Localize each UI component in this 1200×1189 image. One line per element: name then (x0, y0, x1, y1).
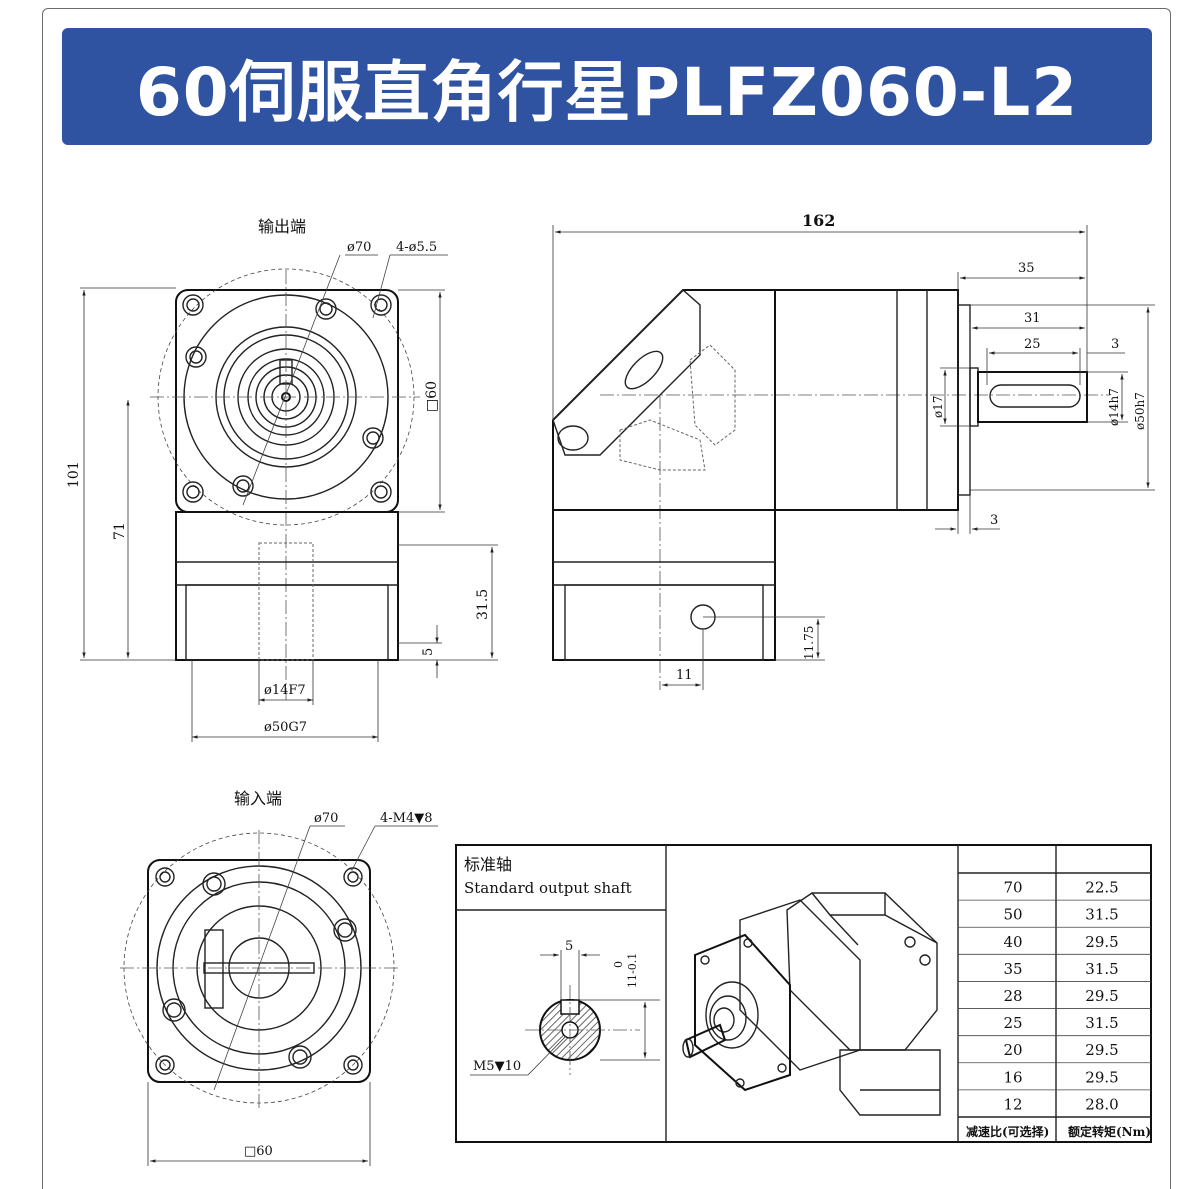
dim-square-60: □60 (424, 381, 440, 412)
shaft-dim-5: 5 (565, 939, 573, 954)
table-header-torque: 额定转矩(Nm) (1068, 1124, 1151, 1139)
table-cell-torque: 29.5 (1085, 1068, 1118, 1086)
table-cell-ratio: 40 (1003, 933, 1022, 951)
dim-holes: 4-ø5.5 (396, 240, 437, 255)
dim-11-75: 11.75 (802, 626, 816, 660)
dim-11: 11 (676, 668, 693, 683)
table-cell-torque: 29.5 (1085, 1041, 1118, 1059)
table-cell-ratio: 28 (1003, 987, 1022, 1005)
input-end-label: 输入端 (234, 789, 282, 808)
table-cell-ratio: 35 (1003, 960, 1022, 978)
page-title: 60伺服直角行星PLFZ060-L2 (135, 53, 1079, 131)
dim-3-bottom: 3 (990, 513, 998, 528)
side-view: 162 35 31 25 3 ø17 ø14h7 ø50h7 3 11.75 (552, 211, 1155, 690)
output-housing (175, 511, 399, 661)
output-bolt-holes (182, 294, 392, 503)
table-cell-ratio: 25 (1003, 1014, 1022, 1032)
table-cell-torque: 31.5 (1085, 960, 1118, 978)
gearbox-isometric (682, 892, 941, 1116)
dim-101: 101 (66, 461, 82, 488)
table-cell-torque: 29.5 (1085, 987, 1118, 1005)
table-cell-ratio: 12 (1003, 1095, 1022, 1113)
dim-pcd-70: ø70 (347, 240, 371, 255)
shaft-thread: M5▼10 (473, 1059, 521, 1074)
spec-box: 标准轴 Standard output shaft 5 0 11-0.1 M5▼… (455, 844, 1152, 1143)
table-cell-torque: 31.5 (1085, 906, 1118, 924)
shaft-section (525, 985, 640, 1075)
shaft-title-cn: 标准轴 (464, 855, 512, 874)
table-cell-torque: 31.5 (1085, 1014, 1118, 1032)
right-angle-head (552, 289, 776, 511)
output-shaft (977, 371, 1088, 423)
dim-25: 25 (1024, 337, 1041, 352)
input-dim-threads: 4-M4▼8 (380, 811, 433, 826)
dim-5: 5 (421, 648, 436, 656)
dim-50g7: ø50G7 (264, 720, 307, 735)
dim-3-top: 3 (1111, 337, 1119, 352)
input-end-view: 输入端 □60 ø70 4-M4▼8 (120, 789, 438, 1166)
dim-17: ø17 (931, 396, 945, 419)
dim-31-5: 31.5 (475, 589, 491, 620)
dim-50h7: ø50h7 (1133, 392, 1147, 430)
table-cell-torque: 22.5 (1085, 879, 1118, 897)
input-dim-square-60: □60 (244, 1144, 273, 1159)
table-cell-torque: 29.5 (1085, 933, 1118, 951)
input-dim-pcd-70: ø70 (314, 811, 338, 826)
table-cell-ratio: 50 (1003, 906, 1022, 924)
table-cell-ratio: 70 (1003, 879, 1022, 897)
page-frame (42, 8, 1171, 1189)
dim-14h7: ø14h7 (1107, 388, 1121, 426)
table-cell-ratio: 20 (1003, 1041, 1022, 1059)
shaft-tol-lower: 11-0.1 (626, 953, 639, 988)
output-end-label: 输出端 (258, 217, 306, 236)
table-header-ratio: 减速比(可选择) (966, 1124, 1049, 1139)
dim-14f7: ø14F7 (264, 683, 306, 698)
output-end-view: 输出端 (66, 217, 498, 742)
dim-31: 31 (1024, 311, 1041, 326)
table-cell-torque: 28.0 (1085, 1095, 1118, 1113)
ratio-table: 70 22.5 50 31.5 40 29.5 35 31.5 28 29.5 25 31.5 20 29… (958, 879, 1151, 1113)
shaft-tol-upper: 0 (612, 961, 625, 968)
title-banner: 60伺服直角行星PLFZ060-L2 (62, 28, 1152, 145)
dim-162: 162 (802, 211, 835, 230)
input-bolt-holes (155, 867, 363, 1075)
dim-71: 71 (112, 522, 128, 540)
dim-35: 35 (1018, 261, 1035, 276)
shaft-title-en: Standard output shaft (464, 879, 632, 897)
table-cell-ratio: 16 (1003, 1068, 1022, 1086)
